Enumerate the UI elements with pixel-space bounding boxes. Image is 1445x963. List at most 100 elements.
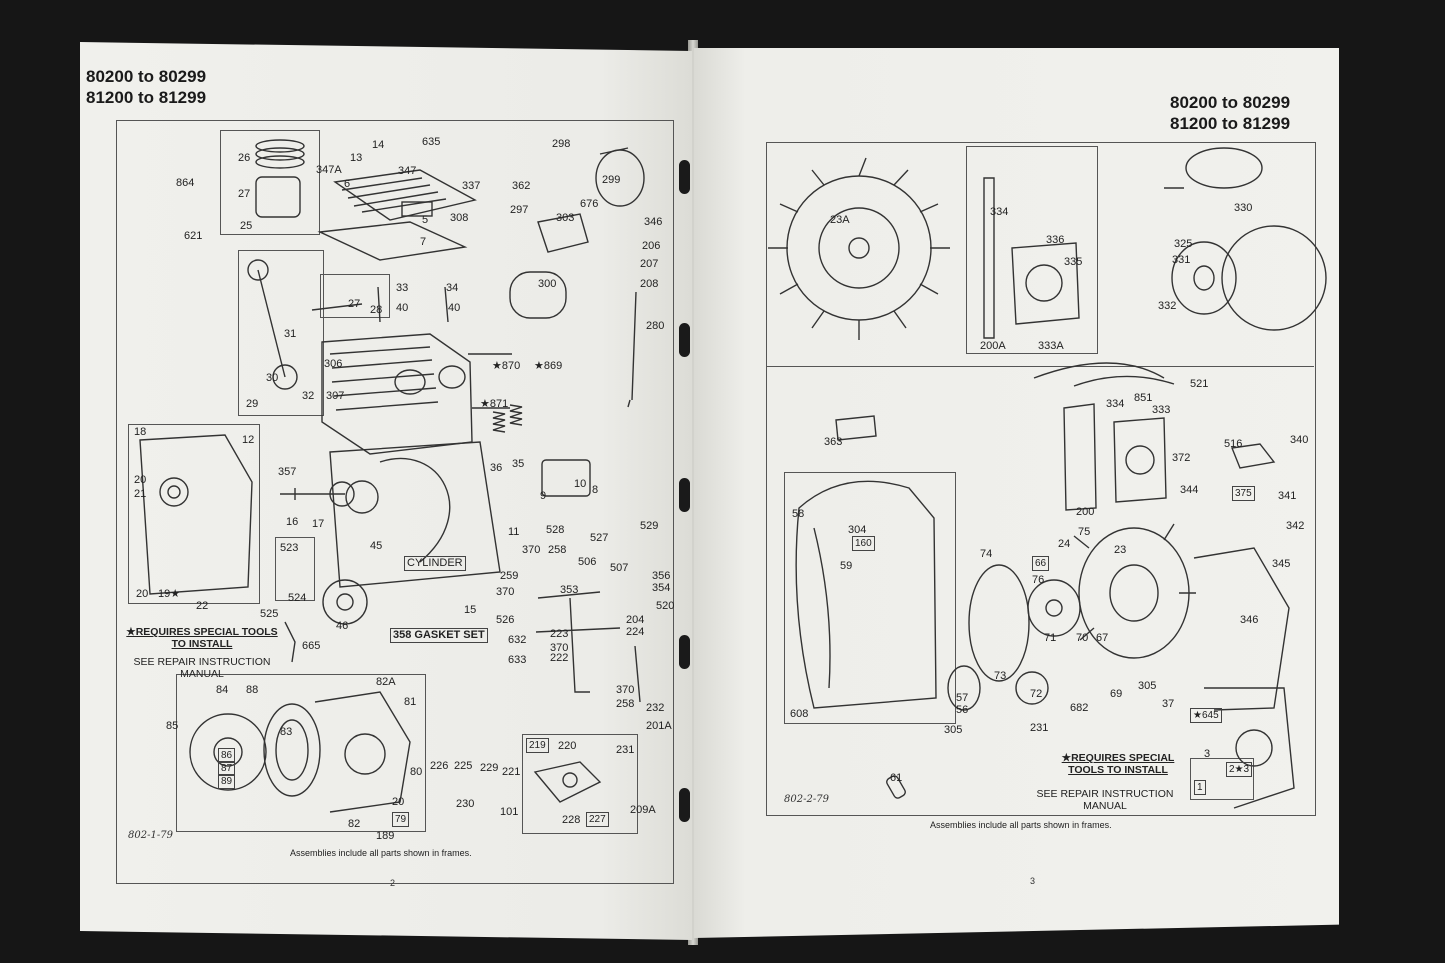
label-75: 75 [1078,526,1091,538]
label-336: 336 [1046,234,1065,246]
right-header-line2: 81200 to 81299 [1170,114,1291,133]
label-258b: 258 [616,698,635,710]
label-870: ★870 [492,360,521,372]
tool-frame [1190,758,1254,800]
label-232: 232 [646,702,665,714]
label-18: 18 [134,426,147,438]
label-46: 46 [336,620,349,632]
punch-hole [679,478,690,512]
label-219: 219 [526,738,549,753]
label-2-3: 2★3 [1226,762,1253,777]
label-280: 280 [646,320,665,332]
label-676: 676 [580,198,599,210]
right-note-star-line1: ★REQUIRES SPECIAL [1061,752,1175,764]
label-82: 82 [348,818,361,830]
right-repair-manual-note: SEE REPAIR INSTRUCTION MANUAL [1020,788,1190,812]
label-298: 298 [552,138,571,150]
label-306: 306 [324,358,343,370]
label-304: 304 [848,524,867,536]
label-21: 21 [134,488,147,500]
label-89: 89 [218,774,236,789]
label-344: 344 [1180,484,1199,496]
label-204: 204 [626,614,645,626]
sump-frame [128,424,260,604]
label-200: 200 [1076,506,1095,518]
label-633: 633 [508,654,527,666]
left-header-line2: 81200 to 81299 [86,88,207,107]
label-208: 208 [640,278,659,290]
label-57: 57 [956,692,969,704]
label-346: 346 [1240,614,1259,626]
label-372: 372 [1172,452,1191,464]
label-682: 682 [1070,702,1089,714]
label-83: 83 [280,726,293,738]
label-3: 3 [1204,748,1211,760]
label-507: 507 [610,562,629,574]
label-32: 32 [302,390,315,402]
label-71: 71 [1044,632,1057,644]
right-header-line1: 80200 to 80299 [1170,93,1291,112]
piston-frame [220,130,320,235]
label-370: 370 [522,544,541,556]
label-24: 24 [1058,538,1071,550]
label-10: 10 [574,478,587,490]
label-230: 230 [456,798,475,810]
label-346: 346 [644,216,663,228]
label-345: 345 [1272,558,1291,570]
label-356: 356 [652,570,671,582]
label-864: 864 [176,177,195,189]
left-page: 80200 to 80299 81200 to 81299 [80,42,692,940]
label-523: 523 [280,542,299,554]
label-25: 25 [240,220,253,232]
label-79: 79 [392,812,410,827]
label-347a: 347A [316,164,342,176]
left-exploded-diagram [139,139,645,813]
label-224: 224 [626,626,645,638]
label-520: 520 [656,600,675,612]
right-drawing-code: 802-2-79 [784,794,829,805]
label-73: 73 [994,670,1007,682]
label-525: 525 [260,608,279,620]
label-223: 223 [550,628,569,640]
punch-hole [679,160,690,194]
label-29: 29 [246,398,259,410]
label-354: 354 [652,582,671,594]
left-repair-manual-note: SEE REPAIR INSTRUCTION MANUAL [132,656,272,680]
label-34: 34 [446,282,459,294]
pin-frame [320,274,390,318]
label-80: 80 [410,766,423,778]
label-221: 221 [502,766,521,778]
label-20c: 20 [392,796,405,808]
label-14: 14 [372,139,385,151]
label-84: 84 [216,684,229,696]
label-506: 506 [578,556,597,568]
label-28: 28 [370,304,383,316]
left-caption: Assemblies include all parts shown in fr… [290,848,472,858]
right-exploded-diagram [768,147,1327,809]
label-308: 308 [450,212,469,224]
label-305b: 305 [944,724,963,736]
label-36: 36 [490,462,503,474]
label-357: 357 [278,466,297,478]
label-231: 231 [1030,722,1049,734]
label-209a: 209A [630,804,656,816]
label-529: 529 [640,520,659,532]
right-note-star-line2: TOOLS TO INSTALL [1068,764,1168,776]
label-201a: 201A [646,720,672,732]
label-12: 12 [242,434,255,446]
label-37: 37 [1162,698,1175,710]
label-19: 19★ [158,588,181,600]
label-869: ★869 [534,360,563,372]
label-206: 206 [642,240,661,252]
label-6: 6 [344,178,351,190]
left-note-star-line2: TO INSTALL [171,638,233,650]
label-229: 229 [480,762,499,774]
right-note-see-line1: SEE REPAIR INSTRUCTION [1036,788,1174,800]
label-632: 632 [508,634,527,646]
label-337: 337 [462,180,481,192]
right-page-number: 3 [1030,876,1036,886]
label-59: 59 [840,560,853,572]
label-516: 516 [1224,438,1243,450]
label-347: 347 [398,165,417,177]
label-331: 331 [1172,254,1191,266]
